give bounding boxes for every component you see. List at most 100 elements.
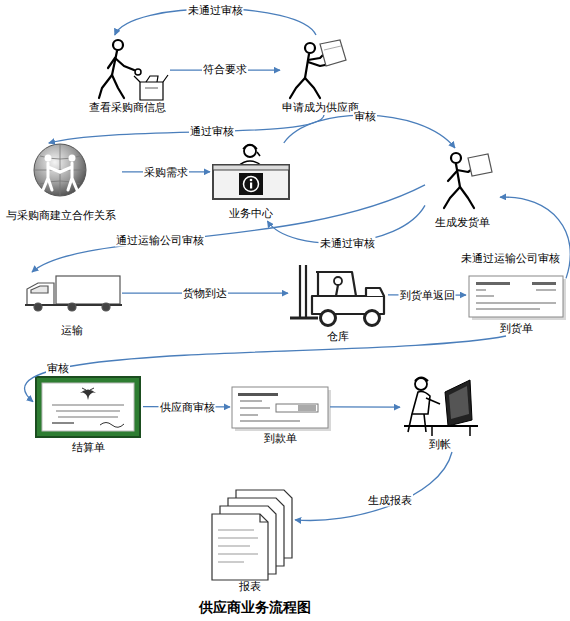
clerk-at-computer-part (415, 378, 427, 390)
applicant-figure-part (305, 43, 315, 53)
flow-arrow (330, 406, 400, 408)
globe-part-part (69, 155, 76, 162)
clerk-at-computer-part (412, 392, 430, 415)
clerk-at-computer (404, 378, 478, 437)
globe-part-part (43, 163, 60, 190)
flow-arrow (500, 197, 570, 278)
diagram-title: 供应商业务流程图 (199, 598, 311, 616)
service-desk-part (213, 165, 289, 199)
clerk-at-computer-part (449, 386, 469, 419)
certificate (36, 377, 140, 437)
certificate-part (82, 388, 94, 390)
globe (34, 144, 86, 196)
illustrated-step: 与采购商建立合作关系 (0, 143, 122, 223)
clerk-at-computer-part (432, 426, 470, 436)
illustrated-step: 到款单 (230, 384, 330, 446)
document-part (469, 276, 563, 317)
carried-box-part (320, 40, 346, 66)
edge-label: 未通过运输公司审核 (460, 252, 561, 265)
flow-arrow (32, 185, 425, 272)
clerk-at-computer-part (426, 398, 440, 404)
illustrated-step: 申请成为供应商 (280, 35, 360, 115)
globe-part (34, 144, 86, 196)
truck-part (102, 303, 110, 311)
document-part (276, 404, 318, 412)
document-part (232, 387, 328, 428)
step-label: 到款单 (264, 432, 297, 446)
edge-label: 货物到达 (182, 287, 228, 300)
illustrated-step: 到货单 (466, 272, 566, 336)
illustrated-step: 仓库 (288, 262, 388, 344)
forklift-part (334, 277, 342, 285)
document-part (476, 282, 510, 285)
report-stack-part (218, 530, 258, 562)
inspector-figure-part (99, 75, 112, 98)
forklift-part (300, 265, 306, 318)
forklift-part (365, 311, 380, 326)
report-stack (212, 490, 292, 580)
illustrated-step: 业务中心 (210, 143, 292, 221)
edge-label: 符合要求 (202, 63, 248, 76)
document (232, 387, 331, 431)
step-label: 申请成为供应商 (282, 101, 359, 115)
clerk-at-computer-part (408, 414, 426, 432)
step-label: 仓库 (327, 330, 349, 344)
illustrated-step: 运输 (22, 272, 122, 338)
clerk-at-computer-part (404, 425, 478, 427)
illustrated-step: 结算单 (33, 373, 143, 455)
document-part (476, 290, 556, 309)
inspector-figure (99, 40, 141, 98)
report-stack-part (260, 514, 268, 522)
flow-arrow (25, 336, 506, 402)
shipper-figure-part (456, 164, 460, 187)
shipper-figure-part (448, 171, 457, 181)
truck-part (31, 286, 48, 293)
service-desk-part (244, 145, 256, 157)
inspector-figure-part (108, 58, 115, 68)
document-part (238, 393, 278, 396)
shipper-figure-part (460, 187, 474, 208)
service-desk (213, 145, 289, 200)
clerk-at-computer-part (445, 380, 472, 426)
truck-part (34, 303, 42, 311)
certificate-part (80, 390, 96, 401)
edge-label: 供应商审核 (159, 401, 216, 414)
forklift-part (317, 272, 319, 296)
certificate-part (52, 405, 124, 417)
open-box-part (145, 87, 158, 88)
illustrated-step: 生成发货单 (425, 148, 500, 230)
forklift-part (336, 285, 348, 296)
certificate-part (52, 422, 74, 424)
globe-part-part (60, 163, 77, 190)
inspector-figure-part (135, 69, 141, 75)
open-box (134, 75, 168, 100)
service-desk-part (239, 173, 263, 195)
applicant-figure-part (305, 78, 320, 98)
step-label: 生成发货单 (435, 216, 490, 230)
edge-label: 到货单返回 (399, 289, 456, 302)
edge-label: 通过运输公司审核 (115, 234, 205, 247)
inspector-figure-part (113, 40, 123, 50)
truck-part (56, 276, 120, 304)
edge-label: 生成报表 (367, 494, 413, 507)
document-part (298, 405, 316, 411)
illustrated-step: 查看采购商信息 (85, 35, 170, 115)
flow-arrow (49, 115, 324, 143)
certificate-part (36, 377, 140, 437)
forklift-part (290, 317, 318, 320)
globe-part-part (45, 155, 52, 162)
globe-part (43, 155, 77, 191)
forklift-part (366, 288, 384, 296)
report-stack-part (212, 514, 268, 580)
carried-box-part (324, 46, 341, 50)
step-label: 运输 (61, 324, 83, 338)
edge-label: 审核 (46, 362, 70, 375)
service-desk-part (244, 177, 259, 192)
step-label: 到帐 (429, 438, 451, 452)
service-desk-part (257, 152, 260, 156)
document (469, 276, 566, 320)
step-label: 与采购商建立合作关系 (6, 209, 116, 223)
certificate-part (42, 383, 134, 431)
applicant-figure-part (290, 78, 305, 98)
service-desk-part (250, 183, 252, 189)
